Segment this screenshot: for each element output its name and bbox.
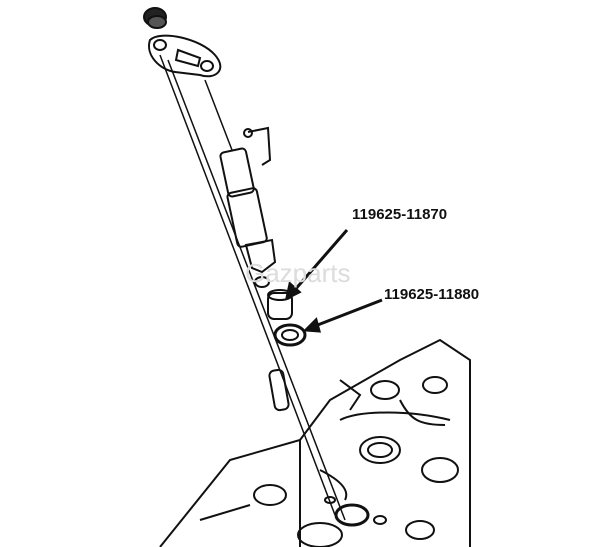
stud [268, 368, 290, 412]
part-number-label-2: 119625-11880 [384, 286, 480, 303]
part-number-label-1: 119625-11870 [352, 206, 448, 223]
stud-axis-line [159, 54, 336, 516]
watermark: Gazparts [245, 258, 351, 288]
part-washer [273, 323, 307, 347]
arrows [284, 229, 383, 333]
cylinder-head [159, 338, 471, 547]
injector [219, 126, 277, 288]
nut [143, 7, 167, 29]
clamp-plate [148, 34, 222, 78]
